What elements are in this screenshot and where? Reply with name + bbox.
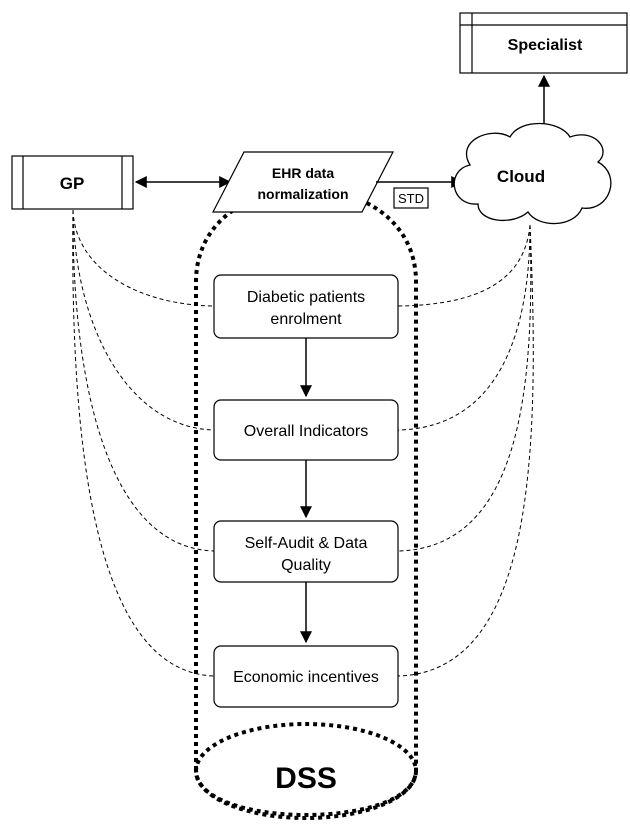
step2-label: Overall Indicators [244, 423, 369, 440]
dss-label: DSS [275, 762, 337, 795]
dashed-connectors [72, 209, 534, 677]
dss-container-outline [194, 187, 418, 817]
step-economic-incentives: Economic incentives [213, 645, 399, 708]
cloud-node: Cloud [453, 122, 612, 225]
dss-bottom-ellipse [194, 722, 418, 820]
specialist-node: Specialist [459, 12, 628, 74]
step1-label-line2: enrolment [270, 311, 342, 328]
step-overall-indicators: Overall Indicators [213, 399, 399, 461]
step-diabetic-enrolment: Diabetic patients enrolment [213, 274, 399, 339]
gp-to-step3-connector [72, 209, 215, 552]
step3-label-line2: Quality [281, 557, 331, 574]
cloud-to-step4-connector [397, 224, 534, 677]
cloud-label: Cloud [497, 167, 545, 186]
cloud-shape [453, 122, 612, 225]
ehr-label-line1: EHR data [272, 165, 334, 181]
step4-label: Economic incentives [233, 669, 379, 686]
cloud-to-step3-connector [397, 224, 532, 552]
ehr-parallelogram [212, 151, 394, 213]
step-self-audit: Self-Audit & Data Quality [213, 520, 399, 583]
ehr-label-line2: normalization [257, 186, 348, 202]
std-label: STD [398, 191, 424, 206]
gp-box [11, 155, 134, 210]
gp-label: GP [60, 174, 85, 193]
step1-label-line1: Diabetic patients [247, 289, 365, 306]
specialist-box [459, 12, 628, 74]
gp-node: GP [11, 155, 134, 210]
gp-to-step2-connector [72, 209, 215, 431]
cloud-to-step1-connector [397, 224, 531, 307]
specialist-label: Specialist [508, 37, 583, 54]
step3-label-line1: Self-Audit & Data [245, 535, 368, 552]
gp-to-step4-connector [72, 209, 215, 677]
std-tag: STD [393, 187, 429, 209]
gp-to-step1-connector [72, 209, 215, 307]
dss-container [194, 187, 418, 820]
cloud-to-step2-connector [397, 224, 531, 431]
ehr-normalization-node: EHR data normalization [212, 151, 394, 213]
